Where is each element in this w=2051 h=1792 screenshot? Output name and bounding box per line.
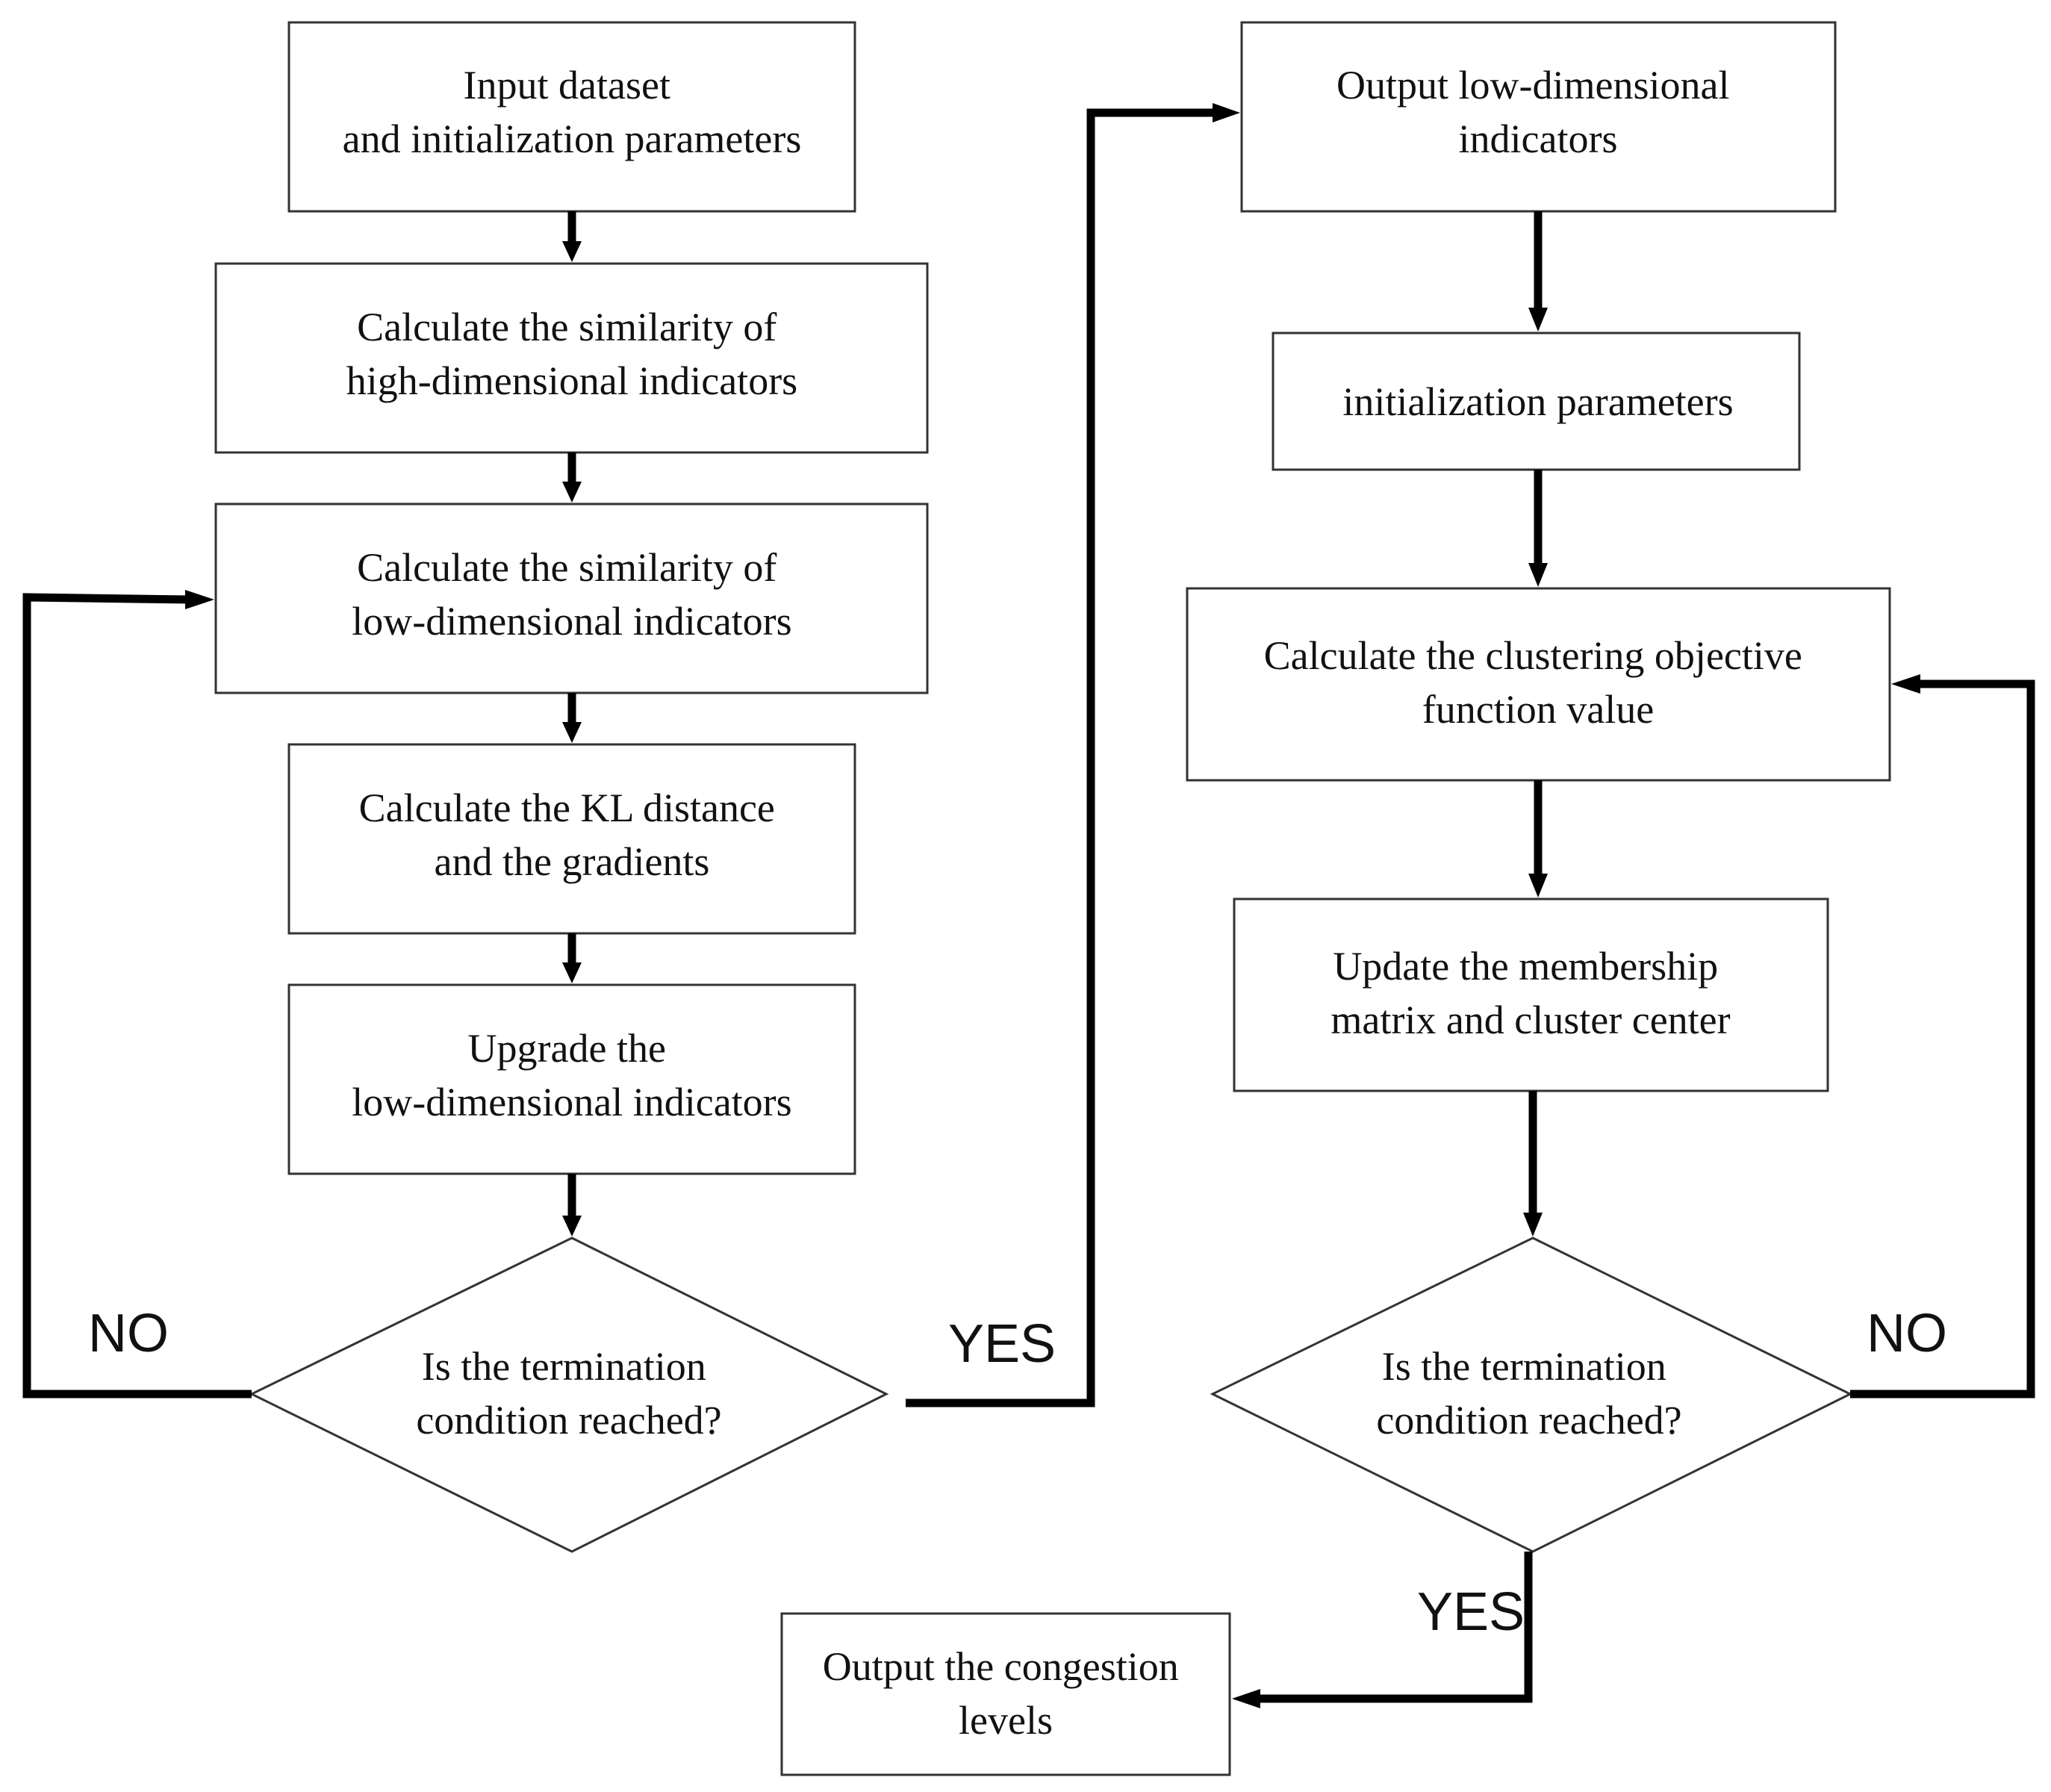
connector-init-to-objective (1528, 470, 1548, 587)
svg-text:initialization parameters: initialization parameters (1342, 379, 1733, 424)
connector-left-no-loop (22, 590, 252, 1399)
connector-input-to-high-similarity (562, 211, 582, 262)
right-decision-label-line1: Is the termination (1382, 1344, 1666, 1389)
connector-upgrade-to-left-decision (562, 1174, 582, 1236)
connector-objective-to-update (1528, 780, 1548, 897)
connector-output-to-init (1528, 211, 1548, 332)
left-termination-decision (249, 1236, 889, 1553)
update-membership-box (1233, 897, 1829, 1092)
low-dim-similarity-label-line1: Calculate the similarity of (357, 545, 776, 590)
left-decision-label-line2: condition reached? (416, 1398, 721, 1443)
high-dim-similarity-box (214, 262, 929, 454)
connector-update-to-right-decision (1523, 1091, 1543, 1236)
svg-text:Is the termination conditi: Is the termination condition reached? (416, 1344, 721, 1443)
right-termination-decision (1210, 1236, 1853, 1553)
right-yes-label: YES (1417, 1582, 1525, 1642)
initialization-parameters-label: initialization parameters (1342, 379, 1733, 424)
right-decision-label-line2: condition reached? (1376, 1398, 1681, 1443)
svg-text:Calculate the similarity of: Calculate the similarity of high-dimensi… (346, 305, 797, 403)
output-low-dim-label-line2: indicators (1459, 116, 1618, 161)
update-membership-label-line1: Update the membership (1333, 944, 1718, 989)
connector-right-yes-to-congestion (1232, 1552, 1533, 1708)
svg-text:Input dataset and initiali: Input dataset and initialization paramet… (343, 63, 802, 161)
output-low-dim-box (1240, 21, 1837, 213)
connector-left-yes-to-output (906, 103, 1240, 1407)
clustering-objective-label-line1: Calculate the clustering objective (1264, 633, 1802, 678)
svg-text:Is the termination conditi: Is the termination condition reached? (1376, 1344, 1681, 1443)
connector-low-similarity-to-kl (562, 693, 582, 743)
left-yes-label: YES (948, 1314, 1056, 1374)
high-dim-similarity-label-line2: high-dimensional indicators (346, 358, 797, 403)
kl-distance-box (287, 743, 856, 935)
right-no-label: NO (1867, 1304, 1947, 1363)
update-membership-label-line2: matrix and cluster center (1330, 998, 1730, 1042)
connector-kl-to-upgrade (562, 933, 582, 983)
svg-text:Update the membership matr: Update the membership matrix and cluster… (1330, 944, 1730, 1042)
left-no-label: NO (88, 1304, 169, 1363)
kl-distance-label-line2: and the gradients (435, 839, 710, 884)
upgrade-indicators-box (287, 983, 856, 1175)
high-dim-similarity-label-line1: Calculate the similarity of (357, 305, 776, 349)
connector-right-no-loop (1850, 674, 2035, 1399)
svg-text:Calculate the similarity of: Calculate the similarity of low-dimensio… (352, 545, 791, 644)
svg-text:Calculate the KL distance: Calculate the KL distance and the gradie… (359, 785, 785, 884)
svg-text:Upgrade the low-dimensiona: Upgrade the low-dimensional indicators (352, 1026, 791, 1124)
upgrade-indicators-label-line1: Upgrade the (468, 1026, 666, 1071)
svg-text:Calculate the clustering objec: Calculate the clustering objective funct… (1264, 633, 1813, 732)
congestion-levels-label-line2: levels (959, 1698, 1053, 1743)
input-dataset-label-line2: and initialization parameters (343, 116, 802, 161)
left-decision-label-line1: Is the termination (422, 1344, 706, 1389)
kl-distance-label-line1: Calculate the KL distance (359, 785, 775, 830)
low-dim-similarity-label-line2: low-dimensional indicators (352, 599, 791, 644)
upgrade-indicators-label-line2: low-dimensional indicators (352, 1080, 791, 1124)
svg-text:Output the congestion leve: Output the congestion levels (823, 1644, 1189, 1743)
clustering-objective-label-line2: function value (1422, 687, 1654, 732)
congestion-levels-label-line1: Output the congestion (823, 1644, 1179, 1689)
input-dataset-label-line1: Input dataset (464, 63, 670, 108)
input-dataset-box (287, 21, 856, 213)
congestion-levels-box (780, 1612, 1231, 1776)
clustering-objective-box (1186, 587, 1891, 782)
output-low-dim-label-line1: Output low-dimensional (1336, 63, 1729, 108)
low-dim-similarity-box (214, 503, 929, 694)
svg-text:Output low-dimensional ind: Output low-dimensional indicators (1336, 63, 1740, 161)
connector-high-to-low-similarity (562, 452, 582, 503)
initialization-parameters-box (1272, 332, 1801, 471)
